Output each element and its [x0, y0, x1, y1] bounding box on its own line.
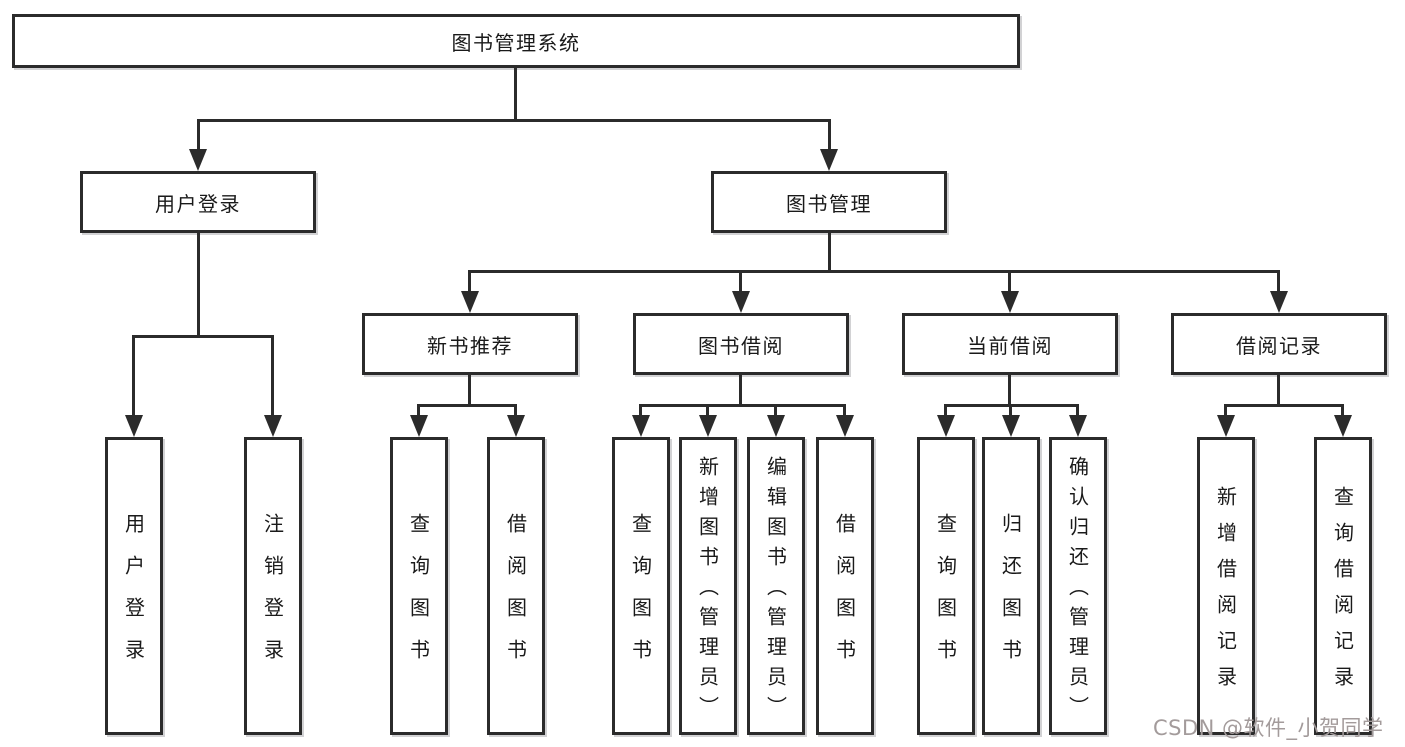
leaf-add-borrow-record: 新增借阅记录: [1197, 437, 1255, 735]
leaf-logout-login: 注销登录: [244, 437, 302, 735]
leaf-user-login: 用户登录: [105, 437, 163, 735]
connector-drop-leaf-login: [132, 335, 135, 417]
connector-drop-add-record: [1224, 404, 1227, 417]
node-current-borrow-label: 当前借阅: [967, 333, 1053, 358]
leaf-query-books-borrow-label: 查询图书: [628, 513, 653, 681]
connector-drop-query-current: [944, 404, 947, 417]
leaf-borrow-books-recommend: 借阅图书: [487, 437, 545, 735]
node-book-borrow: 图书借阅: [633, 313, 849, 375]
arrowhead-query-record: [1334, 415, 1352, 437]
node-new-book-recommend: 新书推荐: [362, 313, 578, 375]
connector-current-stem: [1008, 374, 1011, 406]
node-borrow-records: 借阅记录: [1171, 313, 1387, 375]
leaf-query-books-recommend-label: 查询图书: [406, 513, 431, 681]
node-root-label: 图书管理系统: [451, 30, 581, 55]
leaf-query-books-recommend: 查询图书: [390, 437, 448, 735]
connector-recommend-horizontal: [417, 404, 517, 407]
connector-drop-edit-book: [774, 404, 777, 417]
arrowhead-return-book: [1002, 415, 1020, 437]
leaf-return-book-label: 归还图书: [998, 513, 1023, 681]
connector-drop-query-borrow: [639, 404, 642, 417]
connector-mgmt-stem: [828, 233, 831, 273]
arrowhead-book-borrow: [732, 291, 750, 313]
connector-drop-add-book: [706, 404, 709, 417]
arrowhead-borrow-records: [1270, 291, 1288, 313]
connector-l1-horizontal: [197, 119, 831, 122]
leaf-borrow-books-recommend-label: 借阅图书: [503, 513, 528, 681]
connector-records-horizontal: [1224, 404, 1344, 407]
leaf-edit-book-admin: 编辑图书（管理员）: [747, 437, 805, 735]
node-user-login: 用户登录: [80, 171, 316, 233]
csdn-watermark: CSDN @软件_小贺同学: [1153, 716, 1384, 740]
arrowhead-leaf-login: [125, 415, 143, 437]
connector-drop-query-record: [1341, 404, 1344, 417]
arrowhead-book-management: [820, 149, 838, 171]
node-user-login-label: 用户登录: [155, 191, 241, 216]
leaf-query-books-current-label: 查询图书: [933, 513, 958, 681]
node-borrow-records-label: 借阅记录: [1236, 333, 1322, 358]
node-book-management-label: 图书管理: [786, 191, 872, 216]
connector-drop-return-book: [1009, 404, 1012, 417]
arrowhead-add-record: [1217, 415, 1235, 437]
arrowhead-leaf-logout: [264, 415, 282, 437]
leaf-add-book-admin-label: 新增图书（管理员）: [695, 456, 720, 726]
arrowhead-borrow-recommend: [507, 415, 525, 437]
node-book-management: 图书管理: [711, 171, 947, 233]
connector-drop-borrow-recommend: [514, 404, 517, 417]
arrowhead-user-login: [189, 149, 207, 171]
connector-recommend-stem: [468, 374, 471, 406]
connector-drop-new-recommend: [468, 270, 471, 294]
leaf-borrow-books-borrow: 借阅图书: [816, 437, 874, 735]
arrowhead-current-borrow: [1001, 291, 1019, 313]
connector-drop-current-borrow: [1008, 270, 1011, 294]
leaf-query-borrow-record: 查询借阅记录: [1314, 437, 1372, 735]
connector-user-horizontal: [132, 335, 274, 338]
connector-drop-leaf-logout: [271, 335, 274, 417]
node-new-book-recommend-label: 新书推荐: [427, 333, 513, 358]
leaf-confirm-return-admin-label: 确认归还（管理员）: [1065, 456, 1090, 726]
leaf-user-login-label: 用户登录: [121, 513, 146, 681]
connector-drop-query-recommend: [417, 404, 420, 417]
node-root: 图书管理系统: [12, 14, 1020, 68]
leaf-add-borrow-record-label: 新增借阅记录: [1213, 486, 1238, 702]
leaf-edit-book-admin-label: 编辑图书（管理员）: [763, 456, 788, 726]
leaf-query-books-current: 查询图书: [917, 437, 975, 735]
connector-drop-confirm-return: [1076, 404, 1079, 417]
connector-records-stem: [1277, 374, 1280, 406]
arrowhead-add-book: [699, 415, 717, 437]
arrowhead-new-recommend: [461, 291, 479, 313]
arrowhead-query-current: [937, 415, 955, 437]
connector-drop-borrow-records: [1277, 270, 1280, 294]
leaf-confirm-return-admin: 确认归还（管理员）: [1049, 437, 1107, 735]
connector-drop-book-management: [828, 119, 831, 151]
connector-root-stem: [514, 68, 517, 120]
connector-drop-user-login: [197, 119, 200, 151]
connector-borrow-stem: [739, 374, 742, 406]
arrowhead-borrow-book: [836, 415, 854, 437]
node-book-borrow-label: 图书借阅: [698, 333, 784, 358]
arrowhead-query-borrow: [632, 415, 650, 437]
connector-drop-borrow-book: [843, 404, 846, 417]
arrowhead-query-recommend: [410, 415, 428, 437]
arrowhead-confirm-return: [1069, 415, 1087, 437]
connector-user-stem: [197, 233, 200, 337]
leaf-add-book-admin: 新增图书（管理员）: [679, 437, 737, 735]
connector-borrow-horizontal: [639, 404, 846, 407]
connector-l2-horizontal: [468, 270, 1280, 273]
leaf-query-borrow-record-label: 查询借阅记录: [1330, 486, 1355, 702]
connector-drop-book-borrow: [739, 270, 742, 294]
arrowhead-edit-book: [767, 415, 785, 437]
leaf-return-book: 归还图书: [982, 437, 1040, 735]
leaf-query-books-borrow: 查询图书: [612, 437, 670, 735]
leaf-borrow-books-borrow-label: 借阅图书: [832, 513, 857, 681]
node-current-borrow: 当前借阅: [902, 313, 1118, 375]
leaf-logout-login-label: 注销登录: [260, 513, 285, 681]
